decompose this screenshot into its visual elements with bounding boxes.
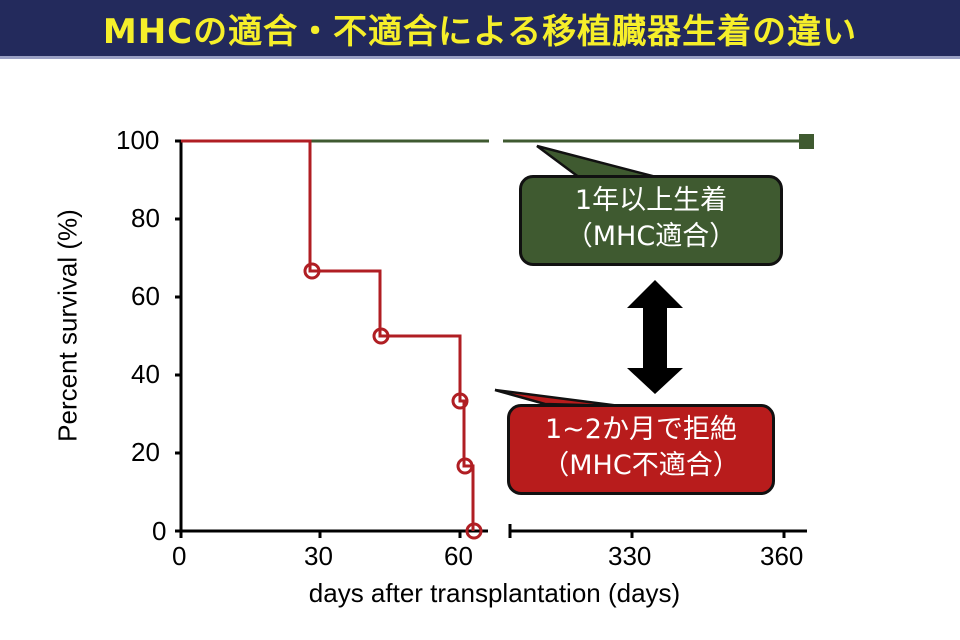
y-tick-100: 100 <box>116 125 160 155</box>
series-mhc-mismatch <box>181 139 483 540</box>
green-callout-tail <box>536 144 661 180</box>
x-tick-360: 360 <box>760 541 804 571</box>
x-tick-60: 60 <box>444 541 473 571</box>
page-title: MHCの適合・不適合による移植臓器生着の違い <box>102 11 858 52</box>
x-tick-0: 0 <box>172 541 187 571</box>
y-tick-80: 80 <box>131 203 160 233</box>
double-arrow-icon <box>627 280 683 394</box>
x-axis-label: days after transplantation (days) <box>308 578 681 608</box>
y-tick-40: 40 <box>131 359 160 389</box>
callout-mismatch-line2: （MHC不適合） <box>542 450 740 481</box>
callout-mhc-mismatch: 1~2か月で拒絶 （MHC不適合） <box>507 404 775 495</box>
y-tick-0: 0 <box>152 516 167 546</box>
x-tick-330: 330 <box>608 541 652 571</box>
callout-match-line1: 1年以上生着 <box>574 185 728 216</box>
callout-mismatch-line1: 1~2か月で拒絶 <box>545 414 737 445</box>
title-bar: MHCの適合・不適合による移植臓器生着の違い <box>0 0 960 59</box>
censor-marker <box>456 457 474 475</box>
censor-marker <box>372 327 390 345</box>
y-tick-60: 60 <box>131 281 160 311</box>
x-axis <box>179 524 807 538</box>
callout-mhc-match: 1年以上生着 （MHC適合） <box>519 175 783 266</box>
censor-marker <box>451 392 469 410</box>
censor-marker <box>465 522 483 540</box>
y-axis-label: Percent survival (%) <box>52 209 83 442</box>
callout-match-line2: （MHC適合） <box>565 221 737 252</box>
x-tick-30: 30 <box>304 541 333 571</box>
censor-marker <box>303 262 321 280</box>
square-marker <box>799 134 814 149</box>
y-axis <box>175 139 183 533</box>
y-tick-20: 20 <box>131 437 160 467</box>
